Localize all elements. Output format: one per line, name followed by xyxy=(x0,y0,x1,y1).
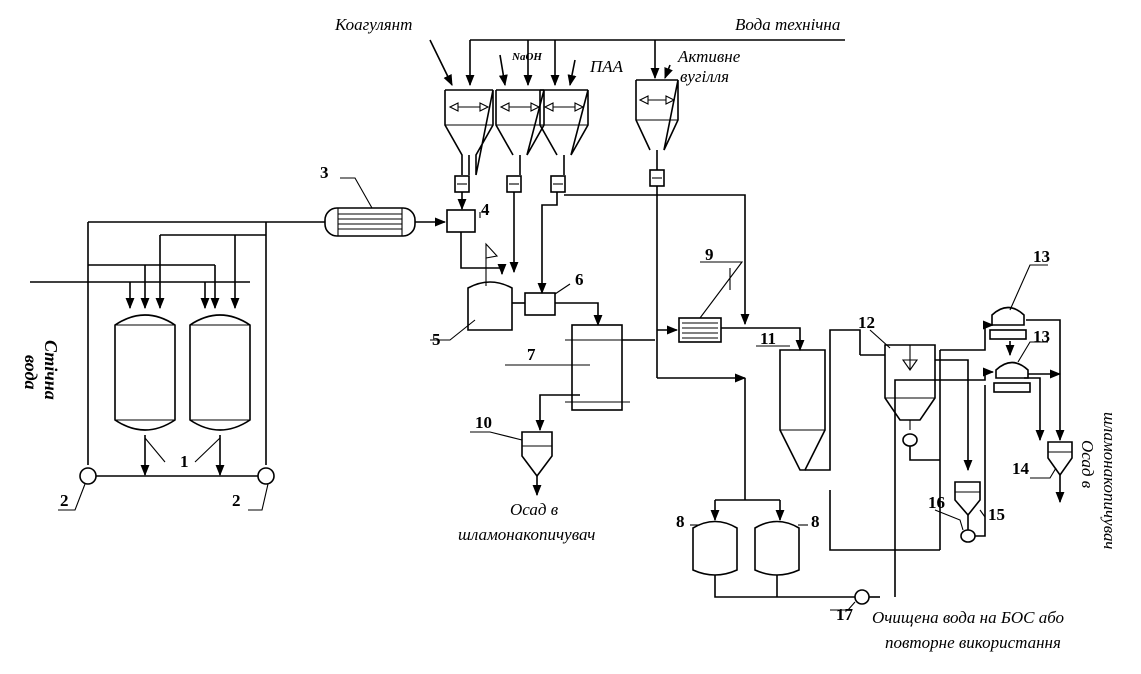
tank-8b xyxy=(754,520,800,576)
label-16: 16 xyxy=(928,493,945,512)
activated-carbon-label-2: вугілля xyxy=(680,67,729,86)
label-17: 17 xyxy=(836,605,854,624)
leader-lines xyxy=(58,177,1057,611)
sludge-vessel-14 xyxy=(1047,441,1073,477)
label-8-right: 8 xyxy=(811,512,820,531)
hopper-activated-carbon xyxy=(635,79,679,170)
naoh-arrow xyxy=(498,54,508,87)
settler-7 xyxy=(565,324,630,411)
pump-16 xyxy=(960,529,976,543)
flotator-12 xyxy=(884,344,936,447)
label-1: 1 xyxy=(180,452,189,471)
label-10: 10 xyxy=(475,413,492,432)
tech-water-line xyxy=(465,39,845,87)
activated-carbon-label-1: Активне xyxy=(677,47,741,66)
label-13-bottom: 13 xyxy=(1033,327,1050,346)
pump-2-right xyxy=(257,467,275,485)
unit-6 xyxy=(524,292,556,316)
label-11: 11 xyxy=(760,329,776,348)
heat-exchanger-3 xyxy=(324,207,416,237)
coagulant-arrow xyxy=(429,39,453,87)
label-14: 14 xyxy=(1012,459,1030,478)
reactor-5 xyxy=(467,242,513,331)
hopper-paa xyxy=(539,89,589,175)
sludge-right-label-2: шламонакопичувач xyxy=(1100,412,1119,549)
clarifier-11 xyxy=(779,349,826,471)
carbon-arrow xyxy=(664,64,673,80)
label-4: 4 xyxy=(481,200,490,219)
filter-13-top xyxy=(989,306,1027,340)
pump-17 xyxy=(854,589,870,605)
label-12: 12 xyxy=(858,313,875,332)
filter-9 xyxy=(678,268,731,343)
tank-8a xyxy=(692,520,738,576)
hopper-coagulant xyxy=(444,89,494,176)
label-2-right: 2 xyxy=(232,491,241,510)
storage-tank-1a xyxy=(114,314,176,431)
coagulant-label: Коагулянт xyxy=(334,15,412,34)
label-5: 5 xyxy=(432,330,441,349)
label-13-top: 13 xyxy=(1033,247,1050,266)
hopper-naoh xyxy=(495,89,545,175)
paa-arrow xyxy=(567,59,577,87)
storage-tank-1b xyxy=(189,314,251,431)
label-8-left: 8 xyxy=(676,512,685,531)
label-7: 7 xyxy=(527,345,536,364)
label-2-left: 2 xyxy=(60,491,69,510)
sludge-vessel-10 xyxy=(521,431,553,478)
wastewater-inlet-pipes xyxy=(30,221,325,477)
filter-13-bottom xyxy=(993,361,1031,393)
clean-water-label-2: повторне використання xyxy=(885,633,1061,652)
sludge-right-label-1: Осад в xyxy=(1078,440,1097,489)
clean-water-label-1: Очищена вода на БОС або xyxy=(872,608,1064,627)
label-3: 3 xyxy=(320,163,329,182)
naoh-label: NaOH xyxy=(511,51,542,63)
label-15: 15 xyxy=(988,505,1005,524)
tech-water-label: Вода технічна xyxy=(735,15,840,34)
label-9: 9 xyxy=(705,245,714,264)
label-6: 6 xyxy=(575,270,584,289)
pump-2-left xyxy=(79,467,97,485)
mixer-4 xyxy=(446,209,476,233)
wastewater-label-1: Стічна xyxy=(41,340,61,400)
sludge-left-label-1: Осад в xyxy=(510,500,559,519)
wastewater-label-2: вода xyxy=(21,355,41,390)
paa-label: ПАА xyxy=(589,57,624,76)
sludge-vessel-15 xyxy=(954,481,981,517)
sludge-left-label-2: шламонакопичувач xyxy=(458,525,595,544)
